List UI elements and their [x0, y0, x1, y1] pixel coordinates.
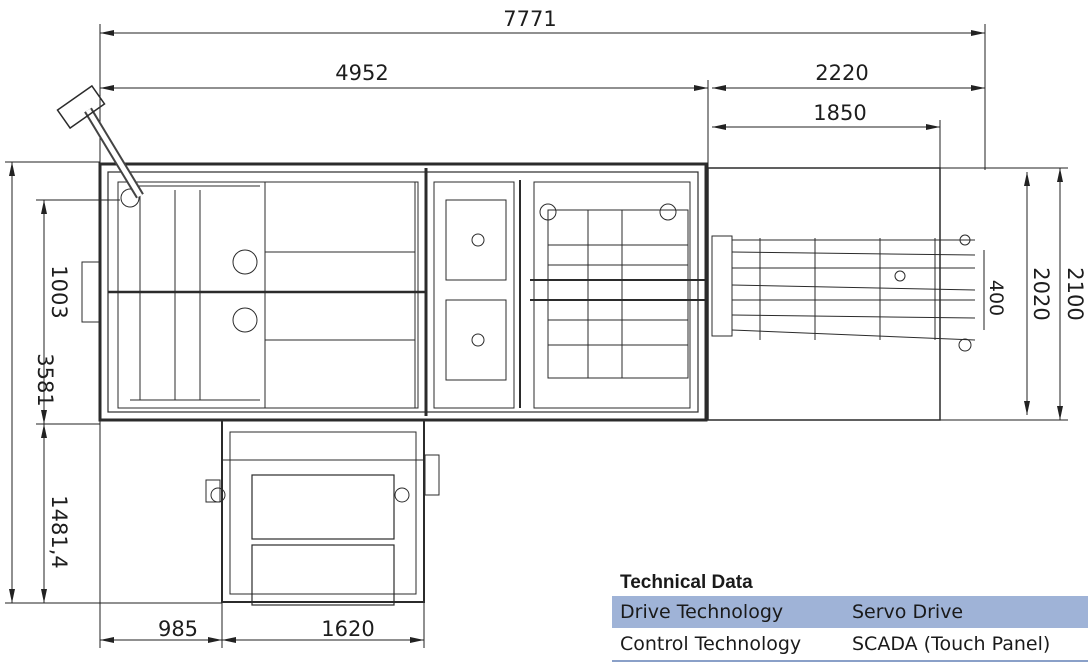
dim-main-length: 4952	[335, 61, 388, 85]
dim-outfeed-width-inner: 2020	[1029, 267, 1053, 320]
table-row: Drive Technology Servo Drive	[612, 596, 1088, 628]
dim-outfeed-width-outer: 2100	[1063, 267, 1087, 320]
dim-outfeed-length: 2220	[815, 61, 868, 85]
dimension-lines	[5, 24, 1068, 648]
dim-lower-height: 1481,4	[47, 495, 71, 568]
dim-inner-height: 1003	[47, 265, 71, 318]
dimension-arrows	[9, 30, 1063, 643]
dim-bottom-width: 1620	[321, 617, 374, 641]
technical-data-title: Technical Data	[620, 572, 753, 593]
row-key: Drive Technology	[620, 601, 784, 623]
dim-bottom-offset: 985	[158, 617, 198, 641]
dim-overall-length: 7771	[503, 7, 556, 31]
row-value: SCADA (Touch Panel)	[852, 633, 1051, 655]
dim-total-height: 3581	[33, 353, 57, 406]
dim-outfeed-inner-length: 1850	[813, 101, 866, 125]
technical-data-panel: Technical Data Drive Technology Servo Dr…	[612, 570, 1088, 662]
dim-conveyor-width: 400	[985, 280, 1007, 316]
table-row: Control Technology SCADA (Touch Panel)	[612, 628, 1088, 660]
machine-outline	[56, 84, 976, 606]
row-value: Servo Drive	[852, 601, 964, 623]
row-key: Control Technology	[620, 633, 802, 655]
